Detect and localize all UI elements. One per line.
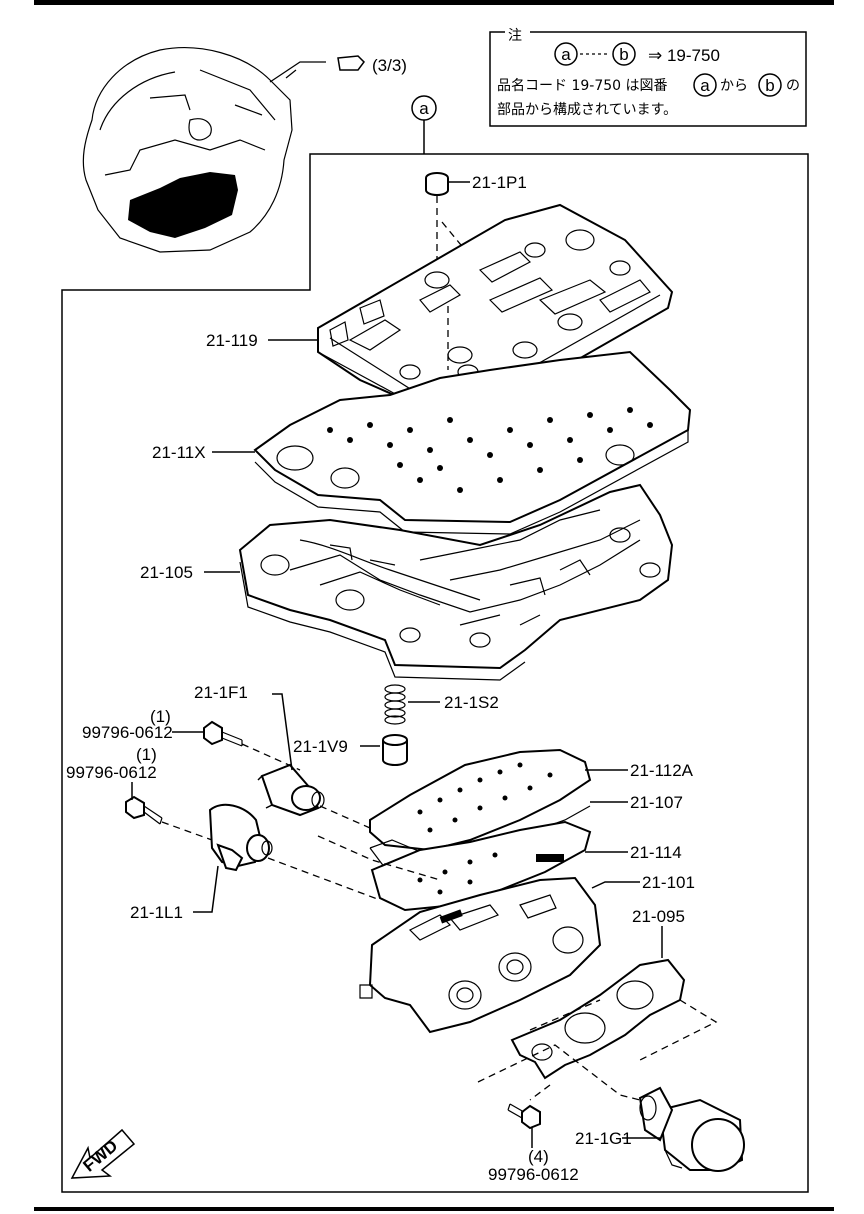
label-21-11X: 21-11X [152,443,206,462]
bolt2-part-number: 99796-0612 [66,763,157,782]
label-21-1F1: 21-1F1 [194,683,248,702]
part-21-1F1 [257,763,325,817]
label-21-101: 21-101 [642,873,695,892]
label-21-119: 21-119 [206,331,258,350]
label-21-095: 21-095 [632,907,685,926]
circle-a-icon [554,42,578,66]
label-21-1G1: 21-1G1 [575,1129,632,1148]
bolt-2 [125,795,163,825]
part-21-095 [510,958,686,1080]
bolt2-qty: (1) [136,745,157,764]
note-circle-a: a [561,45,571,64]
note-line2-suffix: の [786,78,800,94]
fwd-arrow-icon: FWD [70,1128,136,1179]
note-line2-a: a [700,76,710,95]
note-header: 注 [508,28,522,44]
part-21-1S2 [384,684,406,725]
part-21-119 [317,203,674,422]
part-21-1L1 [208,803,273,872]
note-line2-mid: から [720,78,748,94]
label-21-1L1: 21-1L1 [130,903,183,922]
part-21-114 [370,820,592,912]
overview-ref: (3/3) [372,56,407,75]
label-21-112A: 21-112A [630,761,694,780]
note-line2-prefix: 品名コード 19-750 は図番 [497,78,668,94]
part-21-1G1 [638,1086,745,1172]
bolt3-qty: (4) [528,1147,549,1166]
label-21-1V9: 21-1V9 [293,737,348,756]
label-21-107: 21-107 [630,793,683,812]
circle-b-icon [612,42,636,66]
part-21-101 [359,876,602,1034]
callout-a-label: a [419,99,429,118]
bolt3-part-number: 99796-0612 [488,1165,579,1184]
part-21-1V9 [382,734,408,766]
label-21-114: 21-114 [630,843,682,862]
note-line2-b: b [765,76,774,95]
note-arrow-ref: ⇒ 19-750 [648,46,720,65]
label-21-105: 21-105 [140,563,193,582]
part-21-1P1 [425,172,476,268]
note-circle-b: b [619,45,628,64]
pointing-hand-icon [337,55,365,71]
bolt-1 [203,720,243,747]
bolt1-part-number: 99796-0612 [82,723,173,742]
note-line3: 部品から構成されています。 [497,102,677,118]
circle-b-icon-2 [758,73,782,97]
bottom-rule [34,1207,834,1211]
bolt1-qty: (1) [150,707,171,726]
fwd-label: FWD [80,1136,122,1175]
bolt-3 [507,1103,541,1130]
note-box: 注 a b ⇒ 19-750 品名コード 19-750 は図番 a から b の… [489,28,807,127]
transmission-overview: (3/3) [82,47,407,253]
diagram-frame [61,153,809,1193]
top-rule [34,0,834,5]
label-21-1S2: 21-1S2 [444,693,499,712]
circle-a-icon-2 [693,73,717,97]
label-21-1P1: 21-1P1 [472,173,527,192]
part-21-112A [369,748,592,852]
part-21-105 [238,483,674,681]
